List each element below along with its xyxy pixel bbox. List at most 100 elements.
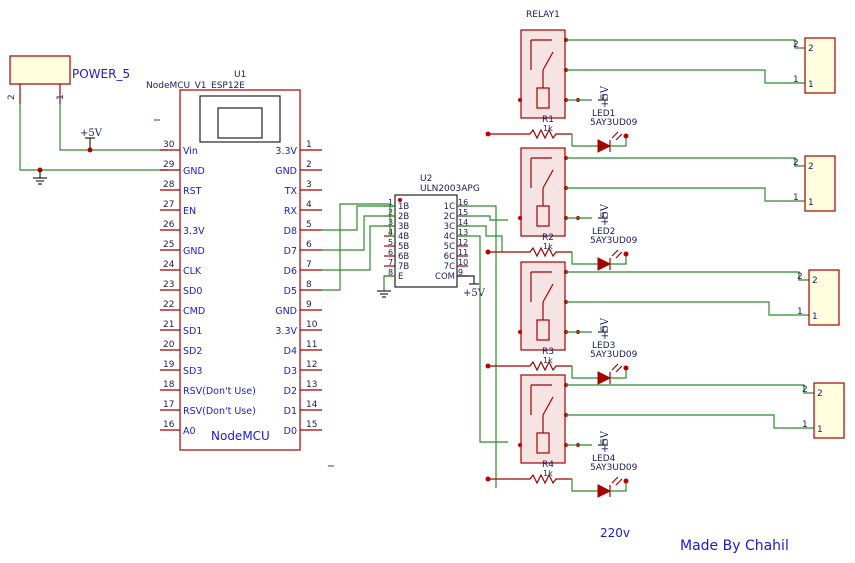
driver-right-pin-num: 16 [458,198,468,207]
mcu-left-pin-num: 23 [163,280,174,290]
voltage-note: 220v [600,526,630,540]
junction-dot [485,131,491,137]
resistor-value: 1k [543,124,553,133]
driver-right-pin-label: COM [435,272,455,282]
led-wire [571,479,598,492]
driver-right-pin-label: 7C [444,262,455,272]
mcu-right-pin-label: TX [284,186,298,197]
driver-part: ULN2003APG [420,184,480,194]
resistor-ref: R1 [542,115,554,125]
mcu-right-pin-num: 2 [306,160,312,170]
resistor-value: 1k [543,356,553,365]
relay-out-pin-2: 2 [808,162,814,172]
mcu-left-pin-num: 27 [163,200,174,210]
mcu-left-pin-label: SD3 [183,366,202,377]
mcu-left-pin-label: GND [183,246,205,257]
driver-left-pin-num: 5 [388,238,393,247]
power-connector-body [9,55,71,85]
resistor-ref: R4 [542,460,554,470]
mcu-left-pin-label: RST [183,186,202,197]
led-out-wire [610,481,627,492]
mcu-right-pin-label: D1 [284,406,297,417]
mcu-left-pin-num: 22 [163,300,174,310]
mcu-left-pin-num: 20 [163,340,175,350]
resistor-ref: R3 [542,347,554,357]
led-symbol [597,371,612,385]
led-ray [615,365,623,373]
mcu-left-pin-label: A0 [183,426,196,437]
relay-out-pin-1-num: 1 [802,420,808,430]
relay-switch-arm [542,51,554,71]
led-out-wire [610,368,627,379]
driver-left-pin-label: E [398,272,403,282]
driver-left-pin-num: 8 [388,268,393,277]
driver-left-pin-label: 3B [398,222,409,232]
mcu-left-pin-label: SD0 [183,286,202,297]
relay-output-connector [804,37,836,94]
mcu-left-pin-label: RSV(Don't Use) [183,406,256,417]
driver-right-pin-label: 4C [444,232,455,242]
mcu-left-pin-num: 28 [163,180,175,190]
mcu-left-pin-label: RSV(Don't Use) [183,386,256,397]
mcu-right-pin-label: 3.3V [275,326,297,337]
relay-out-wire [566,39,805,49]
driver-body [394,194,458,288]
driver-right-pin-num: 10 [458,258,468,267]
mcu-right-pin-label: D4 [284,346,297,357]
mcu-left-pin-label: 3.3V [183,226,205,237]
mcu-left-pin-num: 17 [163,400,174,410]
junction-dot [485,363,491,369]
resistor [488,128,572,140]
driver-right-pin-num: 12 [458,238,468,247]
mcu-left-pin-label: SD1 [183,326,202,337]
antenna-outline [199,95,281,143]
junction-dot [623,365,629,371]
mcu-right-pins: 13.3V2GND3TX4RX5D86D77D68D59GND103.3V11D… [275,140,322,437]
relay-out-pin-2-num: 2 [802,385,808,395]
relay-out-pin-1-num: 1 [797,307,803,317]
relay-pin-dot [518,216,522,220]
resistor [488,246,572,258]
mcu-right-pin-num: 10 [306,320,318,330]
driver-left-pin-label: 2B [398,212,409,222]
resistor [488,473,572,485]
driver-left-pin-num: 6 [388,248,393,257]
driver-left-pin-label: 6B [398,252,409,262]
mcu-right-pin-num: 3 [306,180,312,190]
mcu-left-pin-num: 21 [163,320,174,330]
driver-left-pin-label: 1B [398,202,409,212]
led-ref: LED3 [592,341,615,351]
mcu-right-pin-num: 5 [306,220,312,230]
mcu-right-pin-label: D2 [284,386,297,397]
vin-5v-label: +5V [80,128,103,139]
mcu-right-pin-num: 1 [306,140,312,150]
driver-right-pin-num: 15 [458,208,468,217]
mcu-right-pin-label: D3 [284,366,297,377]
mcu-right-pin-num: 9 [306,300,312,310]
driver-right-pin-num: 11 [458,248,468,257]
relay-switch-arm [542,169,554,189]
mcu-right-pin-label: D6 [284,266,297,277]
com-5v-label: +5V [463,288,486,299]
driver-left-pin-label: 7B [398,262,409,272]
driver-right-pin-label: 3C [444,222,455,232]
relay-out-pin-2: 2 [808,44,814,54]
driver-right-pin-num: 14 [458,218,468,227]
led-out-wire [610,254,627,265]
power-pin-1: 1 [56,94,66,100]
relay-pin-dot [518,98,522,102]
mcu-left-pin-num: 29 [163,160,175,170]
driver-right-pin-label: 6C [444,252,455,262]
vcc-label: +5V [600,430,611,453]
mcu-right-pin-num: 15 [306,420,317,430]
relay-module-label: RELAY1 [526,10,560,20]
mcu-body-label: NodeMCU [211,429,270,443]
led-ray [611,476,619,484]
relay-out-pin-2: 2 [812,276,818,286]
led-ray [615,478,623,486]
